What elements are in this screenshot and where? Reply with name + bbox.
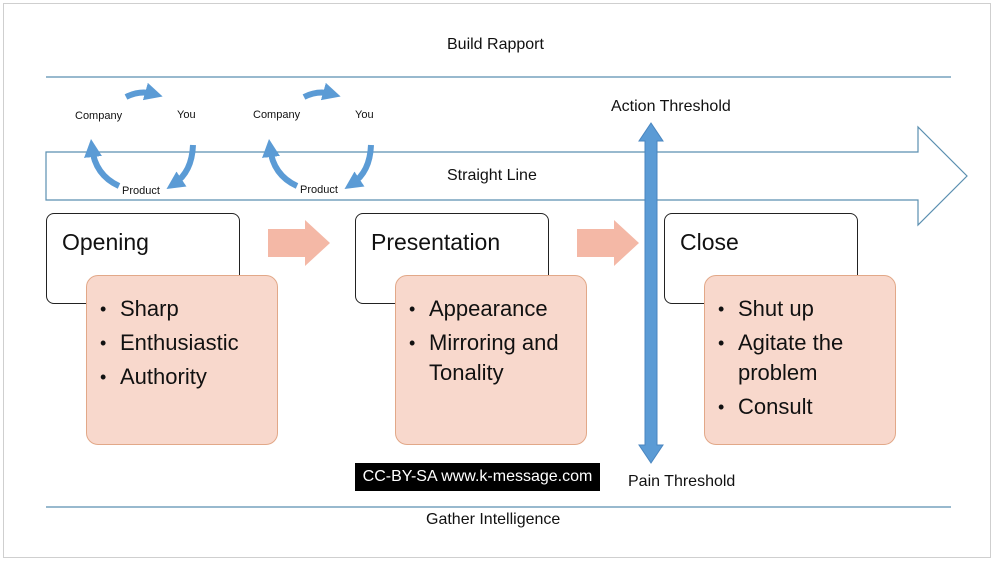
phase-title: Close (680, 229, 739, 255)
action-threshold-label: Action Threshold (611, 98, 731, 115)
flow-arrow-2 (577, 220, 639, 266)
diagram-frame (3, 3, 991, 558)
cycle-2-company-label: Company (253, 109, 301, 121)
pain-threshold-label: Pain Threshold (628, 473, 736, 490)
straight-line-label: Straight Line (447, 167, 537, 184)
cycle-arrow-left (262, 139, 299, 189)
license-watermark: CC-BY-SA www.k-message.com (355, 463, 600, 491)
list-item: •Agitate the problem (718, 330, 844, 385)
list-item: •Authority (100, 364, 207, 389)
phase-details-close: •Shut up •Agitate the problem •Consult (704, 275, 896, 445)
cycle-2-product-label: Product (300, 184, 338, 196)
cycle-1-company-label: Company (75, 110, 123, 122)
cycle-arrow-right (166, 144, 196, 189)
build-rapport-label: Build Rapport (447, 36, 544, 53)
list-item: •Enthusiastic (100, 330, 239, 355)
list-item: •Consult (718, 394, 813, 419)
cycle-1-product-label: Product (122, 185, 160, 197)
threshold-double-arrow (638, 122, 664, 464)
phase-title: Presentation (371, 229, 501, 255)
phase-details-presentation: •Appearance •Mirroring and Tonality (395, 275, 587, 445)
cycle-1-you-label: You (177, 109, 196, 121)
cycle-arrow-top (124, 82, 163, 101)
cycle-2-you-label: You (355, 109, 374, 121)
phase-title: Opening (62, 229, 149, 255)
cycle-arrow-left (84, 139, 121, 189)
list-item: •Shut up (718, 296, 814, 321)
list-item: •Mirroring and Tonality (409, 330, 559, 385)
cycle-arrow-right (344, 144, 374, 189)
cycle-arrow-top (302, 82, 341, 101)
flow-arrow-1 (268, 220, 330, 266)
list-item: •Appearance (409, 296, 548, 321)
list-item: •Sharp (100, 296, 179, 321)
gather-intelligence-label: Gather Intelligence (426, 511, 561, 528)
phase-details-opening: •Sharp •Enthusiastic •Authority (86, 275, 278, 445)
cycle-diagram-1 (84, 82, 196, 189)
straight-line-arrow (45, 125, 968, 227)
cycle-diagram-2 (262, 82, 374, 189)
